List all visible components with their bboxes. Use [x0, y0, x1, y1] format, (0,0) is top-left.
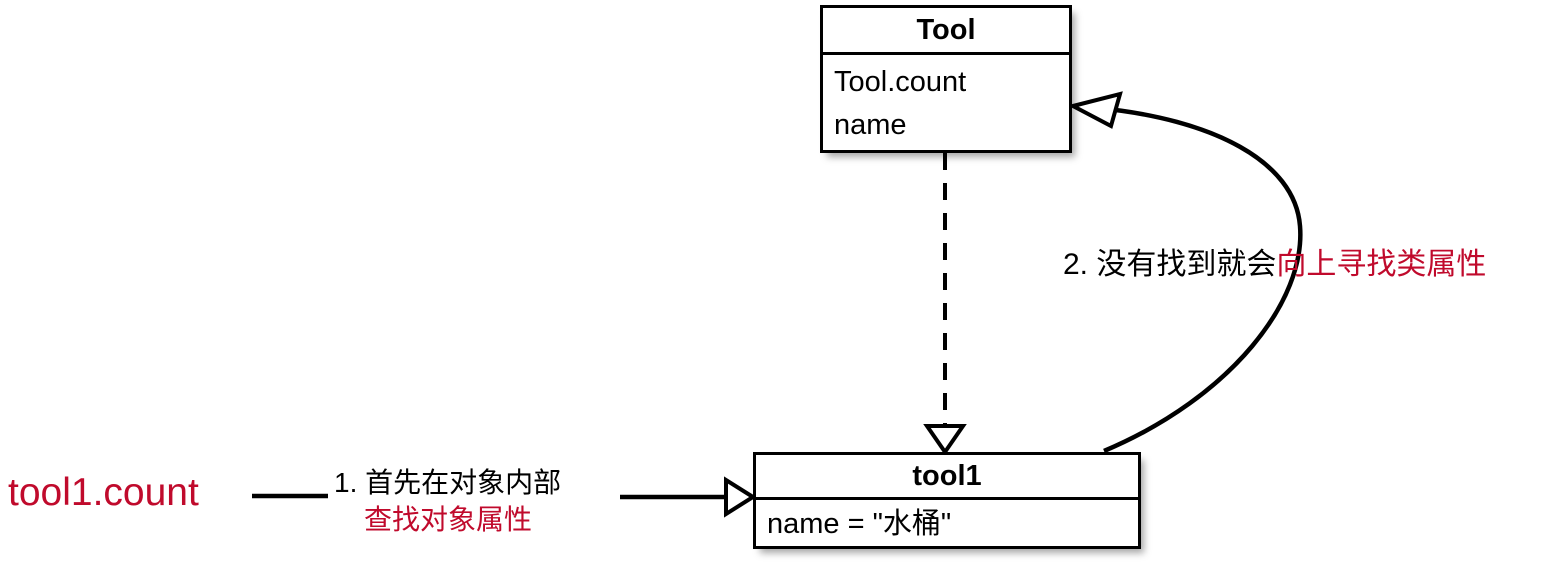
step2-annotation: 2. 没有找到就会向上寻找类属性 — [1063, 250, 1486, 280]
step1-line1: 1. 首先在对象内部 — [334, 467, 562, 498]
instance-box-tool1-title: tool1 — [756, 455, 1138, 500]
lookup-up-arrowhead — [1067, 91, 1123, 129]
expression-label: tool1.count — [8, 471, 199, 514]
class-attribute: name — [834, 109, 907, 141]
class-box-tool-title: Tool — [823, 8, 1069, 55]
instance-of-arrowhead — [923, 424, 967, 456]
step1-annotation: 1. 首先在对象内部 查找对象属性 — [334, 464, 561, 538]
instance-attribute: name = "水桶" — [767, 508, 952, 541]
instance-box-tool1[interactable]: tool1 name = "水桶" — [753, 452, 1141, 549]
class-box-tool[interactable]: Tool Tool.count name — [820, 5, 1072, 153]
edge-access-arrow — [620, 476, 757, 518]
step1-line2: 查找对象属性 — [364, 504, 533, 536]
step2-black-text: 2. 没有找到就会 — [1063, 248, 1277, 281]
instance-box-tool1-attributes: name = "水桶" — [756, 500, 1138, 549]
edge-instance-of — [923, 153, 967, 456]
step2-red-text: 向上寻找类属性 — [1276, 248, 1487, 281]
class-box-tool-attributes: Tool.count name — [823, 55, 1069, 153]
class-attribute: Tool.count — [834, 66, 967, 99]
access-arrow-head — [724, 476, 757, 518]
